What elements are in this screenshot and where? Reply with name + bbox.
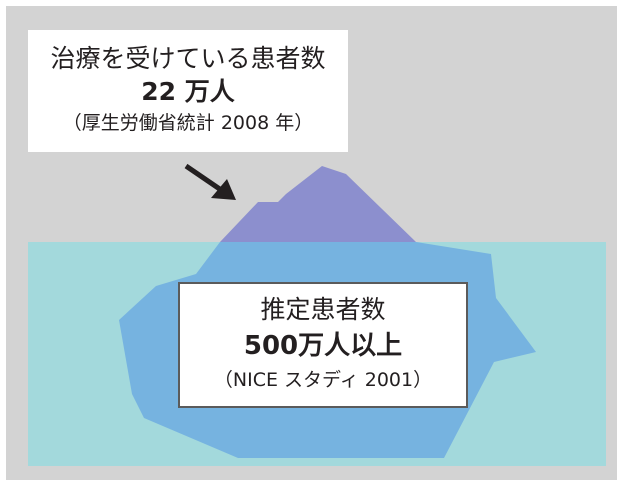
estimated-patients-label: 推定患者数 500万人以上 （NICE スタディ 2001）: [178, 282, 468, 408]
treated-patients-label: 治療を受けている患者数 22 万人 （厚生労働省統計 2008 年）: [28, 30, 348, 152]
treated-patients-title: 治療を受けている患者数: [50, 44, 326, 73]
pointer-arrow-head: [211, 179, 236, 200]
estimated-patients-value: 500万人以上: [243, 331, 403, 361]
iceberg-tip: [220, 166, 416, 242]
iceberg-diagram: 治療を受けている患者数 22 万人 （厚生労働省統計 2008 年） 推定患者数…: [6, 6, 617, 480]
estimated-patients-source: （NICE スタディ 2001）: [213, 369, 433, 391]
treated-patients-value: 22 万人: [141, 77, 235, 106]
treated-patients-source: （厚生労働省統計 2008 年）: [62, 112, 314, 134]
estimated-patients-title: 推定患者数: [260, 295, 386, 324]
